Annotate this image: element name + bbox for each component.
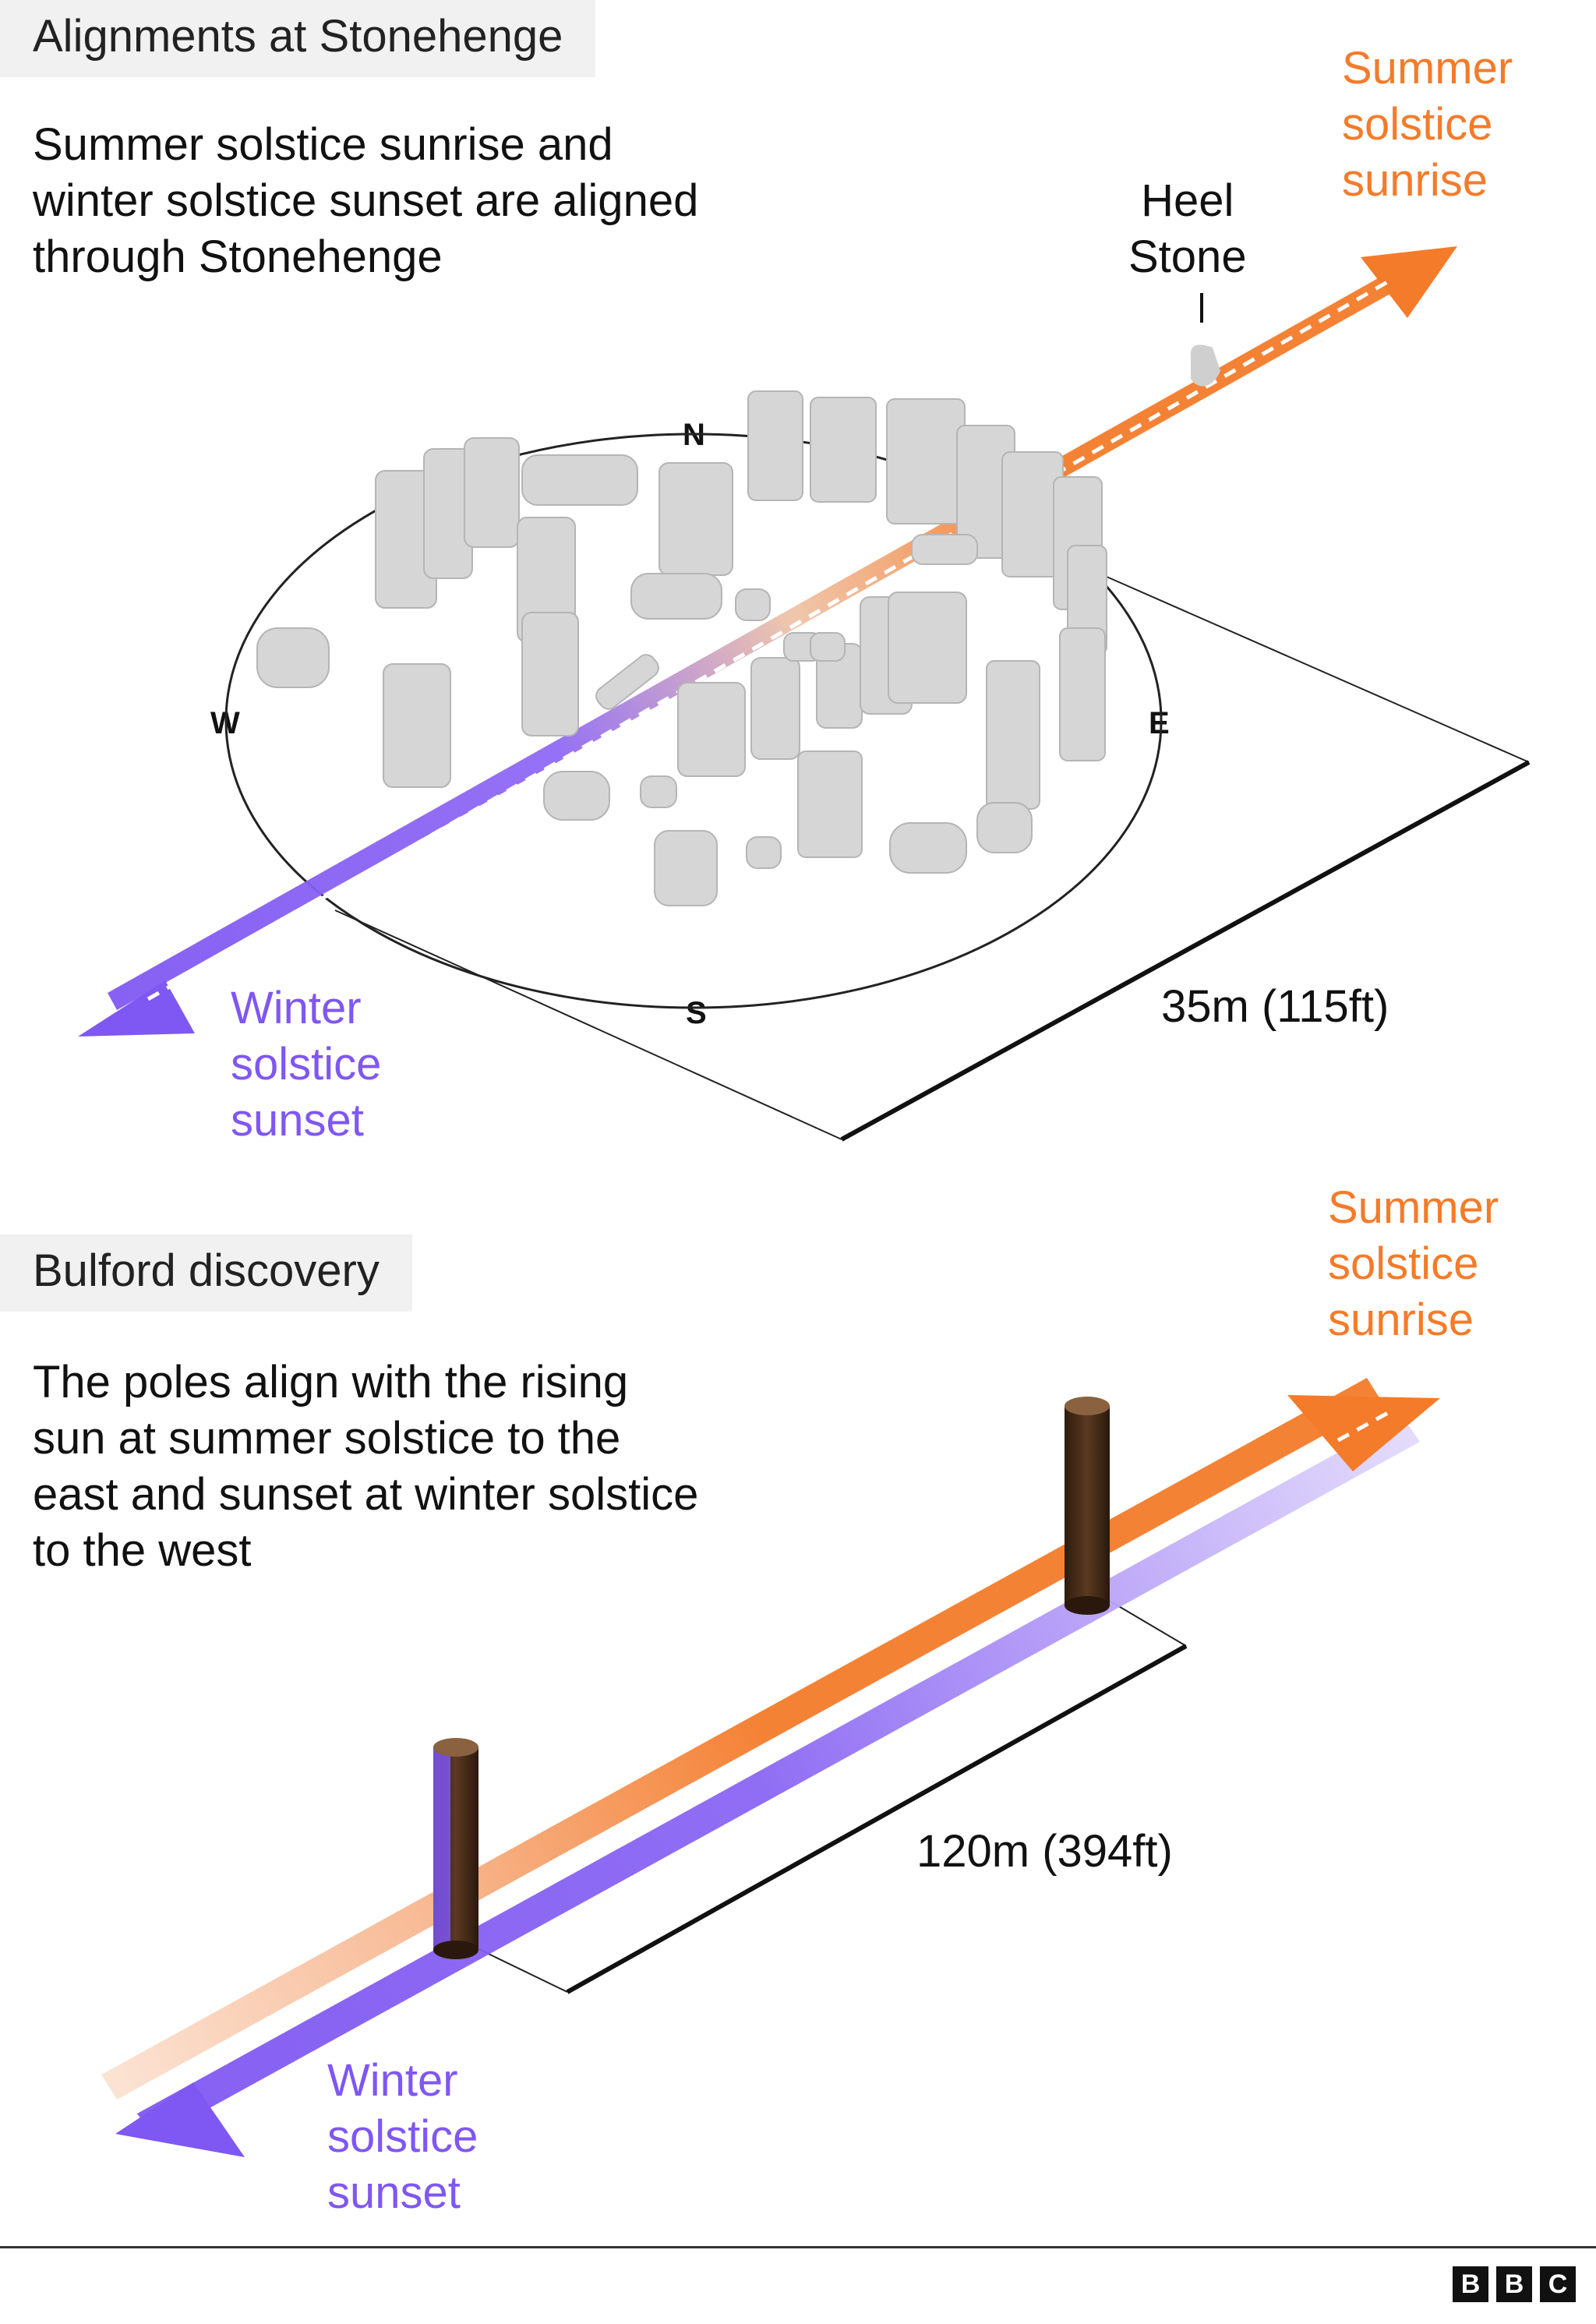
sunset-arrowhead [78,980,195,1037]
panel2-sunrise-arrowhead [1287,1395,1440,1471]
east-pole [1065,1397,1110,1615]
panel1-description: Summer solstice sunrise and winter solst… [33,119,699,282]
sunset-beam [137,1417,1420,2139]
panel2-title: Bulford discovery [0,1234,412,1312]
sunrise-arrowhead [1361,246,1457,318]
stone-circle [256,390,1107,906]
bulford-ground [467,1589,1188,1994]
panel2-sunset-label: Winter solstice sunset [327,2055,478,2218]
sunrise-beam [101,1378,1382,2100]
heel-stone-label: Heel Stone [1128,175,1247,282]
panel2-measure-line [566,1644,1188,1994]
stonehenge-ground [224,433,1531,1142]
footer-divider [0,2246,1596,2248]
compass-e: E [1149,706,1170,740]
panel1-measure-label: 35m (115ft) [1161,981,1389,1032]
panel2-sunrise-label: Summer solstice sunrise [1328,1182,1499,1345]
west-pole [433,1738,478,1959]
panel1-measure-line [840,760,1531,1142]
panel2-sunset-arrowhead [115,2082,245,2157]
panel2-measure-label: 120m (394ft) [916,1826,1173,1877]
panel2-description: The poles align with the rising sun at s… [33,1357,699,1576]
panel2-alignment-arrows [101,1378,1440,2157]
panel1-sunset-label: Winter solstice sunset [231,983,382,1146]
panel1-sunrise-label: Summer solstice sunrise [1342,43,1513,206]
panel1-alignment-arrow [78,246,1457,1037]
compass-s: S [686,996,707,1030]
heel-stone [1190,293,1220,387]
panel1-title: Alignments at Stonehenge [0,0,596,77]
